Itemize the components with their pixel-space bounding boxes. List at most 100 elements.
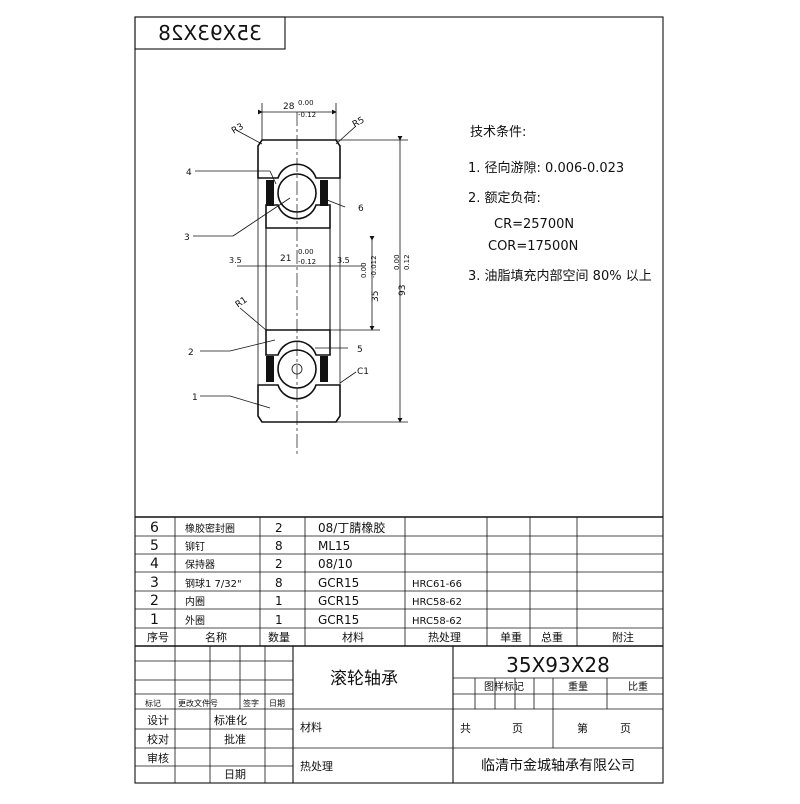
tech-line2a: CR=25700N bbox=[494, 217, 574, 232]
svg-text:93: 93 bbox=[398, 285, 408, 296]
svg-text:比重: 比重 bbox=[628, 680, 648, 693]
bom-cell-qty: 2 bbox=[275, 521, 283, 535]
callout-2: 2 bbox=[188, 348, 194, 358]
svg-text:数量: 数量 bbox=[268, 631, 290, 644]
svg-text:更改文件号: 更改文件号 bbox=[178, 698, 218, 708]
svg-text:批准: 批准 bbox=[224, 732, 246, 746]
svg-text:35: 35 bbox=[371, 291, 381, 302]
bom-cell-qty: 8 bbox=[275, 576, 283, 590]
bom-cell-material: GCR15 bbox=[318, 594, 359, 608]
bom-cell-material: GCR15 bbox=[318, 576, 359, 590]
bearing-section bbox=[257, 112, 341, 455]
svg-text:设计: 设计 bbox=[147, 714, 169, 727]
svg-text:R1: R1 bbox=[234, 295, 250, 310]
bom-cell-material: 08/丁腈橡胶 bbox=[318, 520, 385, 535]
svg-text:热处理: 热处理 bbox=[300, 760, 333, 773]
svg-text:材料: 材料 bbox=[300, 720, 322, 734]
svg-text:0.00: 0.00 bbox=[298, 99, 314, 107]
svg-text:-0.12: -0.12 bbox=[298, 258, 316, 266]
bom-cell-heat: HRC58-62 bbox=[412, 597, 462, 608]
bom-cell-name: 橡胶密封圈 bbox=[185, 522, 235, 535]
svg-text:附注: 附注 bbox=[612, 630, 634, 644]
bom-cell-material: ML15 bbox=[318, 539, 350, 553]
inner-ring-top bbox=[265, 204, 331, 229]
bom-cell-name: 内圈 bbox=[185, 595, 205, 608]
title-block: 标记 更改文件号 签字 日期 设计 标准化 校对 批准 审核 日期 滚轮轴承 材… bbox=[135, 646, 663, 783]
svg-text:校对: 校对 bbox=[147, 732, 169, 746]
bom-cell-no: 5 bbox=[150, 538, 159, 554]
svg-text:序号: 序号 bbox=[147, 630, 169, 644]
bom-cell-qty: 1 bbox=[275, 613, 283, 627]
tech-line3: 3. 油脂填充内部空间 80% 以上 bbox=[468, 268, 652, 284]
callout-6: 6 bbox=[358, 204, 364, 214]
svg-text:日期: 日期 bbox=[224, 768, 246, 781]
bom-cell-no: 4 bbox=[150, 556, 159, 572]
callout-3: 3 bbox=[184, 233, 190, 243]
bom-table: 6 橡胶密封圈 2 08/丁腈橡胶 5 铆钉 8 ML15 4 保持器 2 08/10 3 钢球1 7/3… bbox=[135, 516, 663, 647]
outer-ring-bottom bbox=[257, 384, 341, 423]
callouts: 4 3 6 2 5 1 bbox=[184, 168, 364, 409]
svg-text:总重: 总重 bbox=[541, 630, 563, 644]
svg-text:3.5: 3.5 bbox=[337, 256, 350, 265]
outer-ring-top bbox=[257, 139, 341, 179]
svg-text:第: 第 bbox=[577, 721, 588, 735]
bom-cell-heat: HRC61-66 bbox=[412, 579, 462, 590]
inner-ring-bottom bbox=[265, 329, 331, 356]
bom-cell-no: 6 bbox=[150, 520, 159, 536]
bom-cell-qty: 2 bbox=[275, 557, 283, 571]
tech-line2b: COR=17500N bbox=[488, 239, 578, 254]
part-no: 35X93X28 bbox=[506, 653, 610, 677]
svg-text:重量: 重量 bbox=[568, 680, 588, 693]
callout-1: 1 bbox=[192, 393, 198, 403]
bom-cell-name: 保持器 bbox=[185, 558, 215, 571]
tech-title: 技术条件: bbox=[470, 124, 526, 140]
svg-text:0.00: 0.00 bbox=[360, 262, 368, 278]
svg-text:共: 共 bbox=[460, 722, 471, 735]
product-name: 滚轮轴承 bbox=[330, 669, 398, 689]
svg-text:21: 21 bbox=[280, 254, 291, 264]
svg-text:0.00: 0.00 bbox=[298, 248, 314, 256]
svg-text:单重: 单重 bbox=[500, 630, 522, 644]
seal-right-top bbox=[320, 180, 328, 206]
svg-text:签字: 签字 bbox=[243, 698, 259, 708]
callout-5: 5 bbox=[357, 345, 363, 355]
sheet-frame bbox=[134, 16, 664, 784]
stamp-text: 35X93X28 bbox=[158, 21, 262, 45]
bom-cell-no: 1 bbox=[150, 612, 159, 628]
bom-cell-material: 08/10 bbox=[318, 557, 353, 571]
bom-cell-heat: HRC58-62 bbox=[412, 616, 462, 627]
svg-text:日期: 日期 bbox=[269, 699, 285, 708]
bom-cell-no: 2 bbox=[150, 593, 159, 609]
bom-cell-name: 铆钉 bbox=[185, 540, 205, 553]
svg-text:R3: R3 bbox=[230, 122, 245, 137]
tech-line2: 2. 额定负荷: bbox=[468, 191, 541, 206]
tech-line1: 1. 径向游隙: 0.006-0.023 bbox=[468, 160, 624, 176]
seal-left-bottom bbox=[266, 356, 274, 382]
seal-right-bottom bbox=[320, 356, 328, 382]
svg-text:页: 页 bbox=[620, 722, 631, 735]
stamp-box: 35X93X28 bbox=[134, 16, 286, 50]
svg-text:标准化: 标准化 bbox=[214, 713, 247, 727]
tech-notes: 技术条件: 1. 径向游隙: 0.006-0.023 2. 额定负荷: CR=2… bbox=[468, 124, 652, 284]
svg-text:名称: 名称 bbox=[205, 630, 227, 644]
svg-text:材料: 材料 bbox=[342, 630, 364, 644]
svg-text:图样标记: 图样标记 bbox=[484, 680, 524, 693]
svg-text:审核: 审核 bbox=[147, 751, 169, 765]
svg-text:3.5: 3.5 bbox=[229, 256, 242, 265]
svg-text:0.12: 0.12 bbox=[403, 254, 411, 270]
bom-cell-name: 外圈 bbox=[185, 615, 205, 627]
bom-cell-qty: 1 bbox=[275, 594, 283, 608]
svg-text:标记: 标记 bbox=[145, 698, 161, 708]
company-name: 临清市金城轴承有限公司 bbox=[481, 757, 635, 774]
bom-cell-no: 3 bbox=[150, 575, 159, 591]
callout-4: 4 bbox=[186, 168, 192, 178]
svg-text:热处理: 热处理 bbox=[428, 631, 461, 644]
seal-left-top bbox=[266, 180, 274, 206]
bom-cell-qty: 8 bbox=[275, 539, 283, 553]
svg-text:-0.012: -0.012 bbox=[370, 255, 378, 278]
svg-text:页: 页 bbox=[512, 722, 523, 735]
svg-text:-0.12: -0.12 bbox=[298, 111, 316, 119]
svg-text:0.00: 0.00 bbox=[393, 254, 401, 270]
bom-cell-name: 钢球1 7/32" bbox=[185, 577, 242, 590]
